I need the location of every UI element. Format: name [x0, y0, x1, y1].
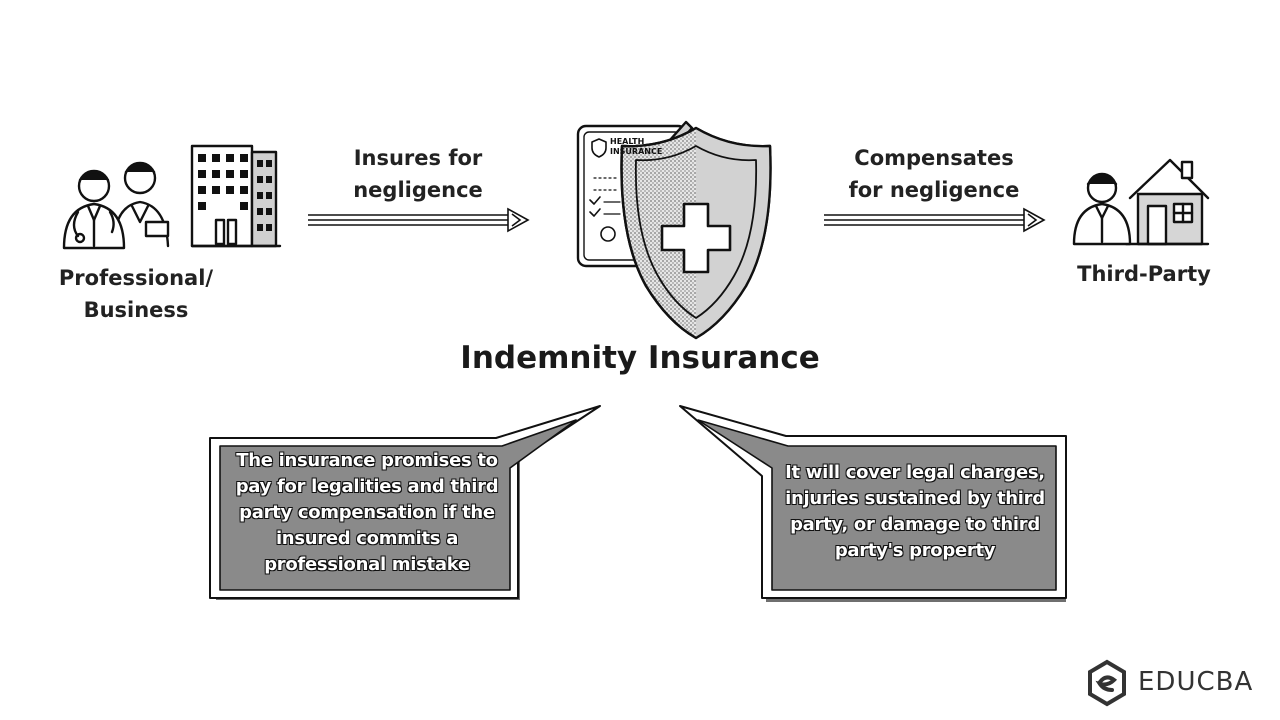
person-and-house-icon: [1070, 152, 1210, 248]
callout-left-line: party compensation if the: [239, 501, 496, 523]
callout-right-line: It will cover legal charges,: [785, 461, 1046, 483]
educba-logo-icon: [1088, 659, 1126, 707]
arrow-right-pointing-icon: [306, 206, 532, 234]
arrow-right-label: Compensates for negligence: [826, 142, 1042, 206]
health-insurance-shield-icon: HEALTH INSURANCE: [570, 116, 776, 344]
arrow-left-label-line1: Insures for: [353, 146, 483, 170]
brand-name: EDUCBA: [1138, 667, 1254, 697]
callout-left-line: The insurance promises to: [236, 449, 499, 471]
callout-right-line: party, or damage to third: [789, 513, 1040, 535]
callout-left-line: insured commits a: [275, 527, 459, 549]
callout-left-text: The insurance promises to pay for legali…: [222, 448, 512, 578]
source-label: Professional/ Business: [40, 262, 232, 326]
arrow-right-label-line1: Compensates: [854, 146, 1014, 170]
callout-right: It will cover legal charges, injuries su…: [676, 402, 1072, 606]
callout-right-line: injuries sustained by third: [785, 487, 1046, 509]
callout-right-text: It will cover legal charges, injuries su…: [774, 460, 1056, 564]
arrow-left-label-line2: negligence: [353, 178, 483, 202]
callout-right-line: party's property: [834, 539, 996, 561]
target-label: Third-Party: [1077, 262, 1211, 286]
document-header-line2: INSURANCE: [610, 147, 662, 156]
arrow-right-label-line2: for negligence: [848, 178, 1020, 202]
professionals-and-building-icon: [56, 136, 284, 252]
brand: EDUCBA: [1084, 658, 1274, 708]
source-label-line1: Professional/: [58, 266, 214, 290]
callout-left: The insurance promises to pay for legali…: [206, 402, 612, 606]
arrow-right-pointing-icon: [822, 206, 1048, 234]
source-label-line2: Business: [83, 298, 189, 322]
callout-left-line: professional mistake: [264, 553, 471, 575]
diagram-title: Indemnity Insurance: [460, 340, 820, 376]
arrow-left-label: Insures for negligence: [318, 142, 518, 206]
callout-left-line: pay for legalities and third: [235, 475, 499, 497]
document-header-line1: HEALTH: [610, 137, 644, 146]
